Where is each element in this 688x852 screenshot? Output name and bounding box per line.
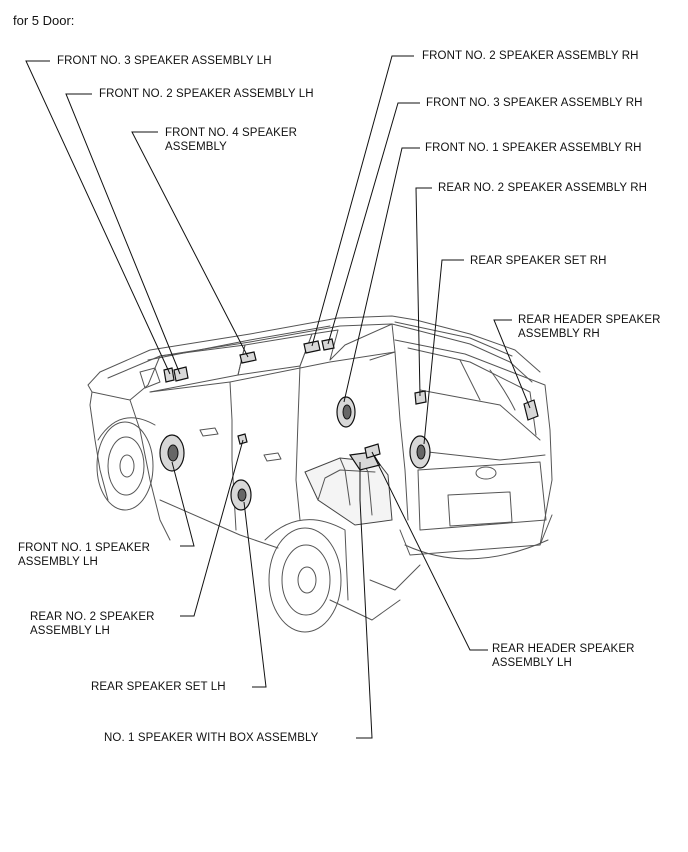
label-front-no2-speaker-rh: FRONT NO. 2 SPEAKER ASSEMBLY RH bbox=[422, 50, 639, 62]
label-front-no3-speaker-rh: FRONT NO. 3 SPEAKER ASSEMBLY RH bbox=[426, 97, 643, 109]
leader-front-no2-rh bbox=[311, 55, 414, 347]
front-no2-rh-speaker bbox=[303, 340, 321, 354]
leader-front-no1-rh bbox=[343, 147, 420, 403]
leader-front-no4 bbox=[131, 131, 249, 358]
label-front-no4-speaker: FRONT NO. 4 SPEAKER ASSEMBLY bbox=[165, 127, 298, 153]
front-no3-rh-speaker bbox=[321, 338, 335, 351]
rear-header-rh-speaker bbox=[523, 399, 539, 421]
label-rear-no2-speaker-rh: REAR NO. 2 SPEAKER ASSEMBLY RH bbox=[438, 182, 648, 194]
rear-header-lh-speaker bbox=[364, 443, 381, 459]
label-rear-header-speaker-rh: REAR HEADER SPEAKER ASSEMBLY RH bbox=[518, 314, 661, 340]
speakers bbox=[159, 338, 539, 511]
leader-rear-header-lh bbox=[371, 451, 488, 651]
leader-front-no3-lh bbox=[25, 60, 171, 375]
front-no3-lh-speaker bbox=[163, 367, 175, 383]
rear-no2-lh-speaker bbox=[237, 433, 248, 445]
label-front-no1-speaker-lh: FRONT NO. 1 SPEAKER ASSEMBLY LH bbox=[18, 542, 151, 568]
label-rear-speaker-set-lh: REAR SPEAKER SET LH bbox=[91, 681, 226, 693]
leader-front-no3-rh bbox=[327, 102, 420, 345]
leader-rear-set-rh bbox=[423, 259, 464, 445]
front-no2-lh-speaker bbox=[173, 366, 189, 382]
leader-lines bbox=[25, 55, 531, 739]
leader-no1-box bbox=[356, 462, 373, 739]
front-no4-speaker bbox=[239, 351, 257, 364]
label-rear-speaker-set-rh: REAR SPEAKER SET RH bbox=[470, 255, 607, 267]
rear-no2-rh-speaker bbox=[414, 390, 427, 405]
label-front-no1-speaker-rh: FRONT NO. 1 SPEAKER ASSEMBLY RH bbox=[425, 142, 642, 154]
leader-rear-no2-lh bbox=[180, 439, 244, 617]
leader-front-no2-lh bbox=[65, 93, 181, 375]
label-rear-no2-speaker-lh: REAR NO. 2 SPEAKER ASSEMBLY LH bbox=[30, 611, 155, 637]
vehicle-body bbox=[87, 315, 553, 633]
leader-rear-no2-rh bbox=[415, 187, 432, 397]
label-rear-header-speaker-lh: REAR HEADER SPEAKER ASSEMBLY LH bbox=[492, 643, 635, 669]
leader-rear-header-rh bbox=[493, 319, 531, 409]
leader-front-no1-lh bbox=[171, 461, 195, 547]
speaker-box-area bbox=[304, 451, 393, 526]
label-front-no2-speaker-lh: FRONT NO. 2 SPEAKER ASSEMBLY LH bbox=[99, 88, 314, 100]
diagram-heading: for 5 Door: bbox=[13, 13, 75, 28]
label-front-no3-speaker-lh: FRONT NO. 3 SPEAKER ASSEMBLY LH bbox=[57, 55, 272, 67]
leader-rear-set-lh bbox=[243, 501, 267, 688]
label-no1-speaker-with-box: NO. 1 SPEAKER WITH BOX ASSEMBLY bbox=[104, 732, 319, 744]
